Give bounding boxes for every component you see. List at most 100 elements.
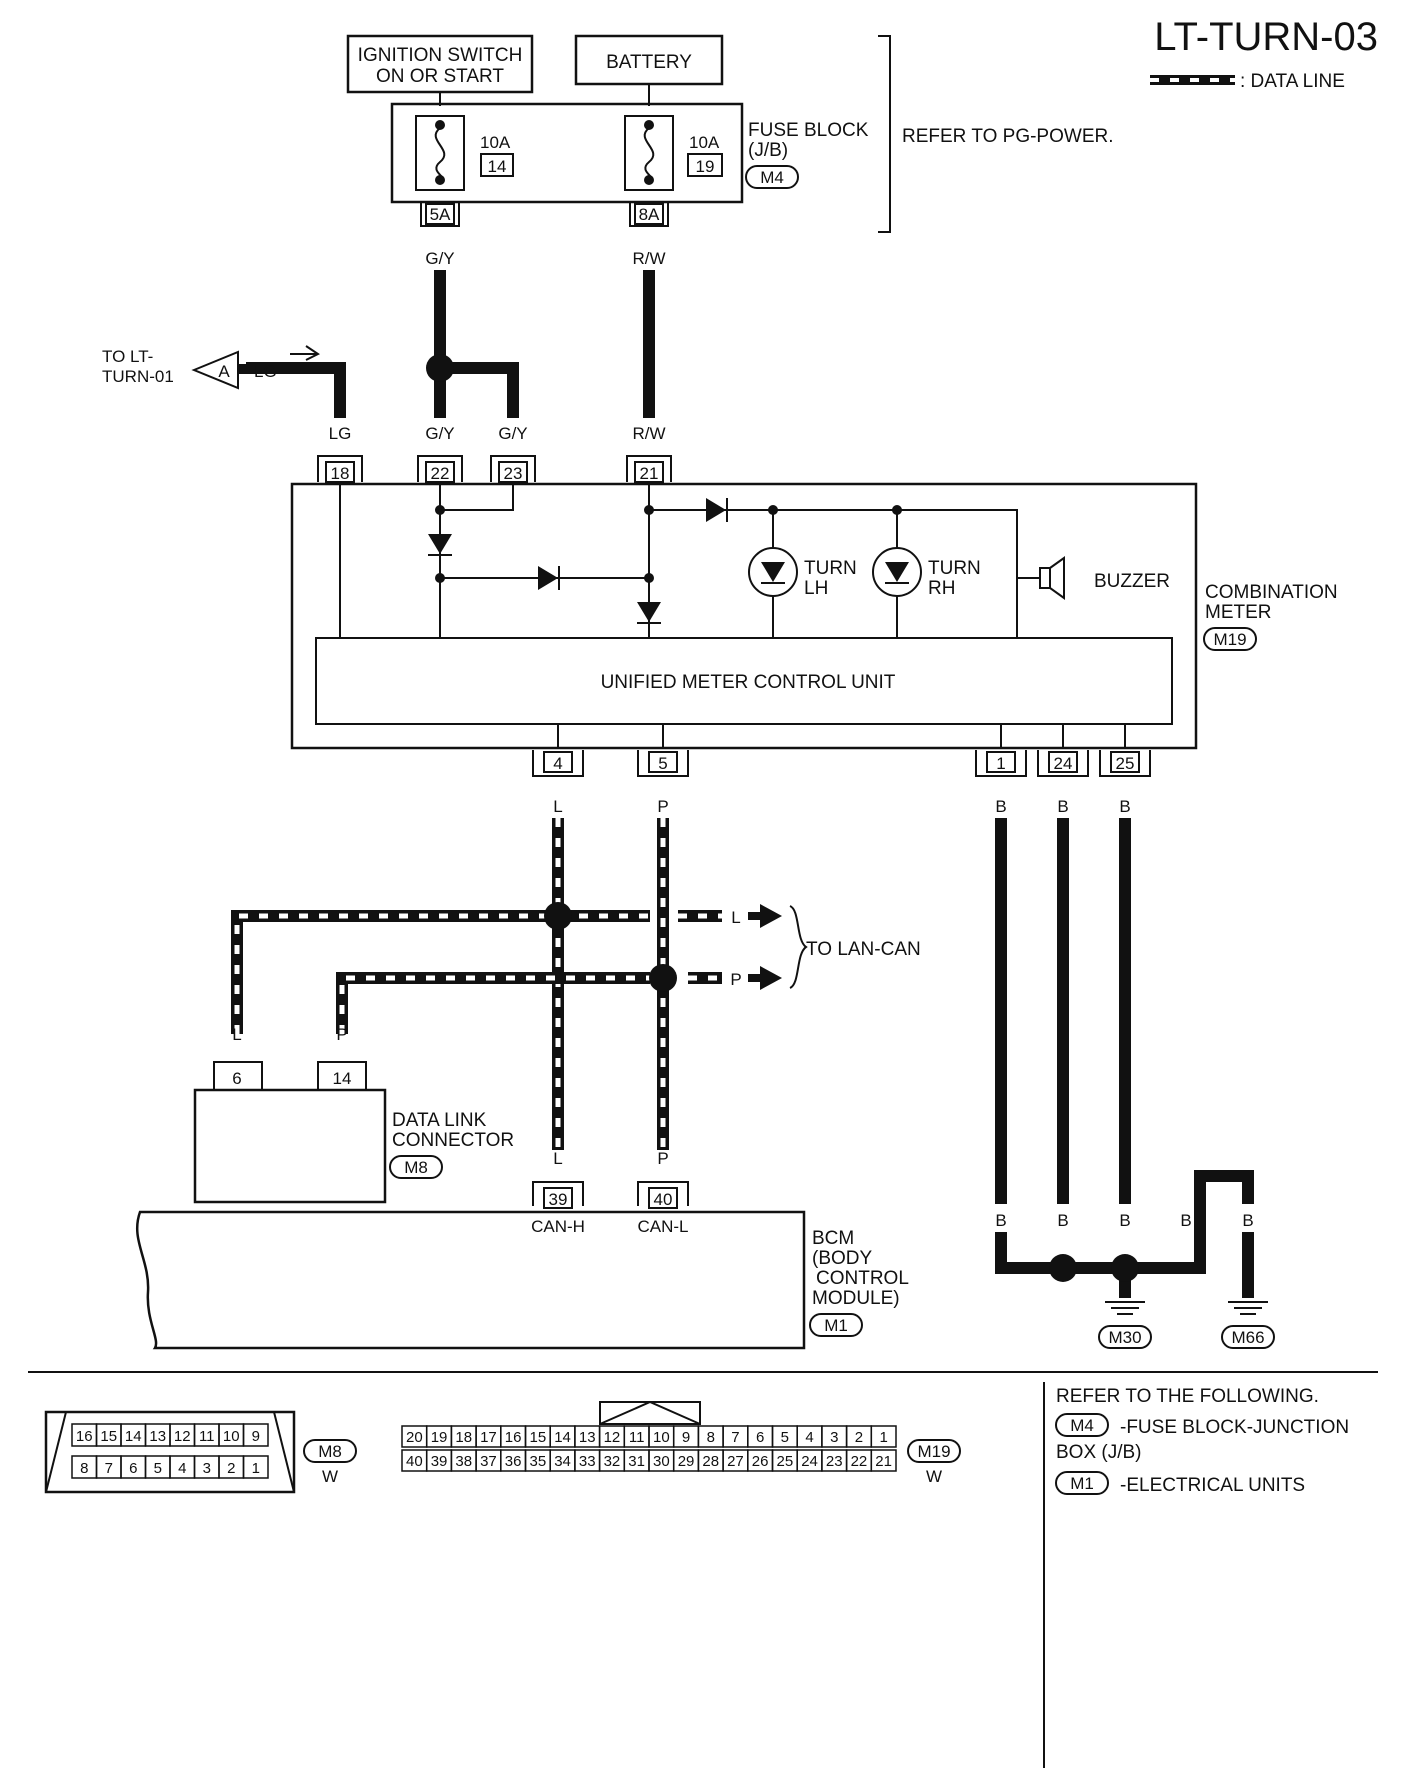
wire-label-gy: G/Y xyxy=(425,249,454,268)
svg-text:METER: METER xyxy=(1205,602,1272,623)
connector-badge-m1: M1 xyxy=(809,1313,863,1337)
svg-text:28: 28 xyxy=(702,1453,719,1470)
ground-wires: B B B B B xyxy=(995,818,1254,1298)
svg-text:-FUSE BLOCK-JUNCTION: -FUSE BLOCK-JUNCTION xyxy=(1120,1417,1349,1438)
connector-pin: 10 xyxy=(218,1423,245,1447)
svg-text:20: 20 xyxy=(406,1429,423,1446)
ignition-switch: IGNITION SWITCH ON OR START xyxy=(346,34,534,94)
svg-text:9: 9 xyxy=(682,1429,690,1446)
svg-text:19: 19 xyxy=(431,1429,448,1446)
connector-pin: 14 xyxy=(120,1423,147,1447)
svg-text:LG: LG xyxy=(254,362,277,381)
connector-pin: 37 xyxy=(475,1449,502,1472)
connector-badge-m19: M19 xyxy=(1203,627,1257,651)
svg-text:10: 10 xyxy=(223,1428,240,1445)
connector-pin: 12 xyxy=(169,1423,196,1447)
svg-text:B: B xyxy=(995,797,1006,816)
svg-text:REFER TO THE FOLLOWING.: REFER TO THE FOLLOWING. xyxy=(1056,1386,1319,1407)
svg-text:12: 12 xyxy=(604,1429,621,1446)
bcm-terminals: 39 40 xyxy=(532,1181,689,1209)
svg-text:39: 39 xyxy=(431,1453,448,1470)
svg-text:1: 1 xyxy=(252,1460,260,1477)
connector-pin: 15 xyxy=(95,1423,122,1447)
connector-pin: 8 xyxy=(697,1425,724,1448)
connector-pin: 2 xyxy=(845,1425,873,1448)
svg-text:40: 40 xyxy=(654,1190,673,1209)
connector-pin: 22 xyxy=(845,1449,873,1472)
svg-text:MODULE): MODULE) xyxy=(812,1288,900,1309)
connector-pin: 4 xyxy=(169,1455,196,1479)
fuse-14: 10A 14 xyxy=(415,115,514,191)
svg-text:P: P xyxy=(657,797,668,816)
wire-label-rw: R/W xyxy=(632,249,665,268)
svg-text:M4: M4 xyxy=(1070,1416,1094,1435)
connector-pin: 13 xyxy=(144,1423,171,1447)
svg-text:(BODY: (BODY xyxy=(812,1248,873,1269)
svg-text:19: 19 xyxy=(696,157,715,176)
svg-text:LH: LH xyxy=(804,578,828,599)
svg-text:4: 4 xyxy=(805,1429,813,1446)
svg-text:BOX (J/B): BOX (J/B) xyxy=(1056,1442,1142,1463)
svg-text:25: 25 xyxy=(777,1453,794,1470)
connector-id-m19: M19 W xyxy=(907,1439,961,1486)
meter-top-terminals: 18 22 23 21 xyxy=(317,455,672,483)
connector-pin: 39 xyxy=(425,1449,453,1472)
svg-text:2: 2 xyxy=(855,1429,863,1446)
svg-text:14: 14 xyxy=(333,1069,352,1088)
battery: BATTERY xyxy=(574,34,724,86)
buzzer: BUZZER xyxy=(1017,556,1170,600)
svg-text:TURN: TURN xyxy=(804,558,857,579)
diode-2 xyxy=(538,566,560,590)
meter-bottom-terminals: 4 5 1 24 25 xyxy=(532,750,1151,777)
svg-text:7: 7 xyxy=(731,1429,739,1446)
diode-4 xyxy=(706,498,728,522)
svg-text:8: 8 xyxy=(80,1460,88,1477)
svg-text:A: A xyxy=(218,362,230,381)
svg-text:B: B xyxy=(1119,1211,1130,1230)
connector-pin: 16 xyxy=(500,1425,527,1448)
connector-pin: 40 xyxy=(401,1449,428,1472)
svg-text:5: 5 xyxy=(154,1460,162,1477)
combination-meter: UNIFIED METER CONTROL UNIT xyxy=(290,482,1198,750)
diagram-title: LT-TURN-03 xyxy=(1154,15,1378,59)
connector-pin: 19 xyxy=(425,1425,453,1448)
svg-text:IGNITION SWITCH: IGNITION SWITCH xyxy=(358,45,523,66)
connector-pin: 17 xyxy=(475,1425,502,1448)
data-line-legend: : DATA LINE xyxy=(1150,71,1345,92)
connector-pin: 21 xyxy=(870,1449,897,1472)
svg-text:18: 18 xyxy=(331,464,350,483)
svg-text:14: 14 xyxy=(554,1429,571,1446)
svg-text:11: 11 xyxy=(199,1428,215,1445)
svg-text:7: 7 xyxy=(105,1460,113,1477)
svg-text:B: B xyxy=(995,1211,1006,1230)
svg-text:CONNECTOR: CONNECTOR xyxy=(392,1130,514,1151)
svg-text:M1: M1 xyxy=(824,1316,848,1335)
svg-text:CAN-H: CAN-H xyxy=(531,1217,585,1236)
svg-text:M30: M30 xyxy=(1108,1328,1141,1347)
svg-text:13: 13 xyxy=(149,1428,166,1445)
svg-text:12: 12 xyxy=(174,1428,191,1445)
connector-pin: 28 xyxy=(697,1449,724,1472)
svg-text:B: B xyxy=(1119,797,1130,816)
svg-text:29: 29 xyxy=(678,1453,695,1470)
svg-text:5A: 5A xyxy=(430,205,451,224)
svg-text:40: 40 xyxy=(406,1453,423,1470)
svg-text:4: 4 xyxy=(553,754,562,773)
terminal-8a: 8A xyxy=(629,202,669,227)
connector-pin: 25 xyxy=(771,1449,798,1472)
svg-text:8A: 8A xyxy=(639,205,660,224)
svg-text:35: 35 xyxy=(530,1453,547,1470)
svg-text:G/Y: G/Y xyxy=(425,424,454,443)
connector-pin: 5 xyxy=(771,1425,798,1448)
svg-text:34: 34 xyxy=(554,1453,571,1470)
connector-pin: 11 xyxy=(623,1425,650,1448)
svg-text:26: 26 xyxy=(752,1453,769,1470)
svg-text:M8: M8 xyxy=(318,1442,342,1461)
fuse-19: 10A 19 xyxy=(624,115,723,191)
terminal-5a: 5A xyxy=(420,202,460,227)
svg-text:22: 22 xyxy=(431,464,450,483)
svg-text:13: 13 xyxy=(579,1429,596,1446)
connector-pin: 3 xyxy=(193,1455,220,1479)
svg-text:25: 25 xyxy=(1116,754,1135,773)
connector-pin: 33 xyxy=(574,1449,601,1472)
